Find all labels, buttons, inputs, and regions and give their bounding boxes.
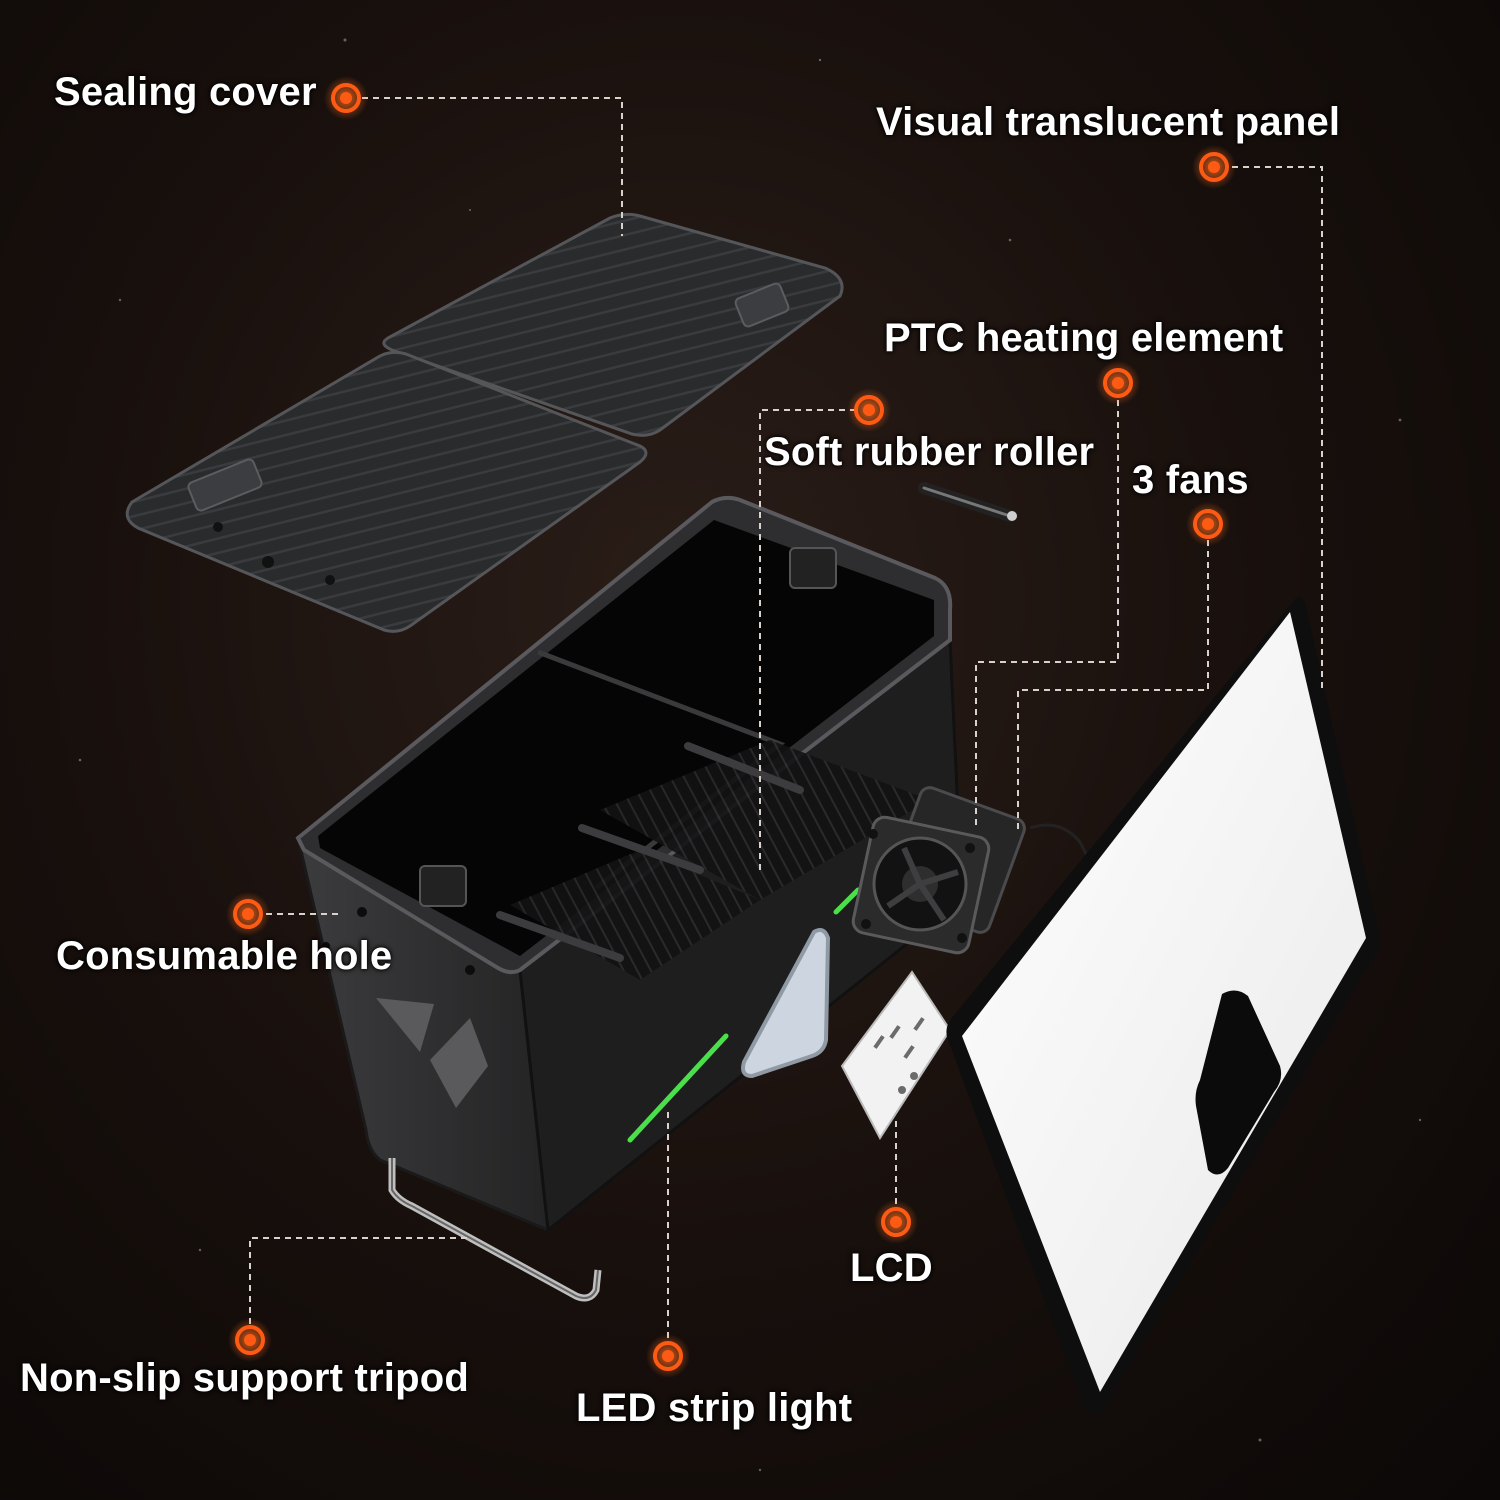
led-strip — [627, 1033, 729, 1143]
marker-visual-panel — [1192, 145, 1236, 189]
label-sealing-cover: Sealing cover — [54, 70, 317, 114]
marker-consumable-hole — [226, 892, 270, 936]
label-consumable-hole: Consumable hole — [56, 934, 393, 978]
marker-lcd — [874, 1200, 918, 1244]
visual-translucent-panel — [946, 597, 1381, 1415]
sealing-cover-lids — [125, 212, 844, 633]
leader-fans — [1017, 540, 1209, 830]
sealing-cover-lid-front — [125, 350, 648, 633]
label-three-fans: 3 fans — [1132, 458, 1249, 502]
leader-tripod — [249, 1237, 468, 1324]
marker-ptc — [1096, 361, 1140, 405]
callout-markers — [226, 76, 1236, 1378]
label-visual-translucent-panel: Visual translucent panel — [876, 100, 1341, 144]
leader-sealing-cover — [362, 97, 623, 236]
lcd-board — [840, 970, 952, 1140]
sealing-cover-lid-back — [382, 212, 844, 437]
leader-lines — [249, 97, 1323, 1338]
leader-ptc — [975, 400, 1119, 830]
marker-tripod — [228, 1318, 272, 1362]
label-soft-rubber-roller: Soft rubber roller — [764, 430, 1095, 474]
marker-led — [646, 1334, 690, 1378]
label-led-strip-light: LED strip light — [576, 1386, 853, 1430]
label-lcd: LCD — [850, 1246, 933, 1290]
marker-fans — [1186, 502, 1230, 546]
leader-visual-panel — [1232, 166, 1323, 690]
background-speckles — [78, 38, 1422, 1472]
marker-sealing-cover — [324, 76, 368, 120]
soft-rubber-roller — [918, 482, 1017, 522]
label-ptc-heating-element: PTC heating element — [884, 316, 1284, 360]
marker-roller — [847, 388, 891, 432]
fan-assembly — [851, 786, 1092, 955]
label-non-slip-support-tripod: Non-slip support tripod — [20, 1356, 469, 1400]
